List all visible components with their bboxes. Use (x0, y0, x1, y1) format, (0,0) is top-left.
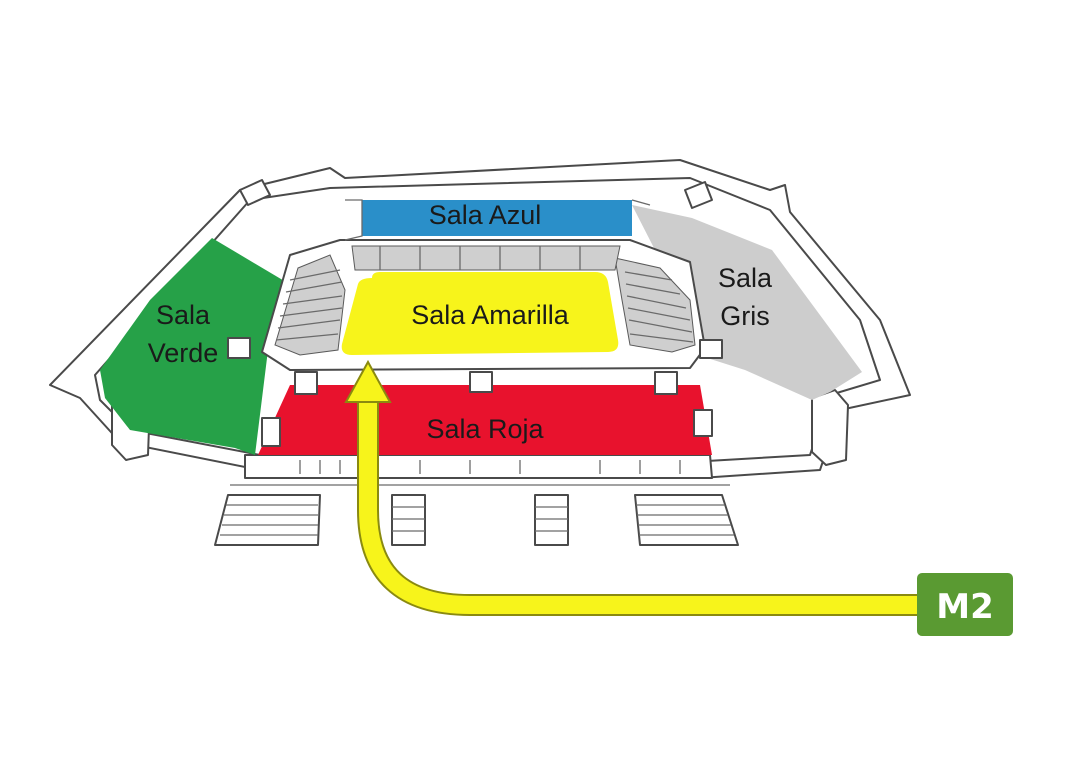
sala-verde-label-line2: Verde (148, 338, 219, 368)
sala-roja-label: Sala Roja (426, 414, 544, 444)
sala-azul-label: Sala Azul (429, 200, 542, 230)
sala-amarilla-label: Sala Amarilla (411, 300, 570, 330)
sala-verde-label-line1: Sala (156, 300, 211, 330)
sala-gris-label-line1: Sala (718, 263, 773, 293)
entrance-stairs (215, 485, 738, 545)
metro-badge-label: M2 (936, 587, 994, 627)
front-facade (245, 455, 712, 478)
sala-gris-label-line2: Gris (720, 301, 770, 331)
metro-m2-badge[interactable]: M2 (917, 573, 1013, 636)
tower-right (812, 390, 848, 465)
